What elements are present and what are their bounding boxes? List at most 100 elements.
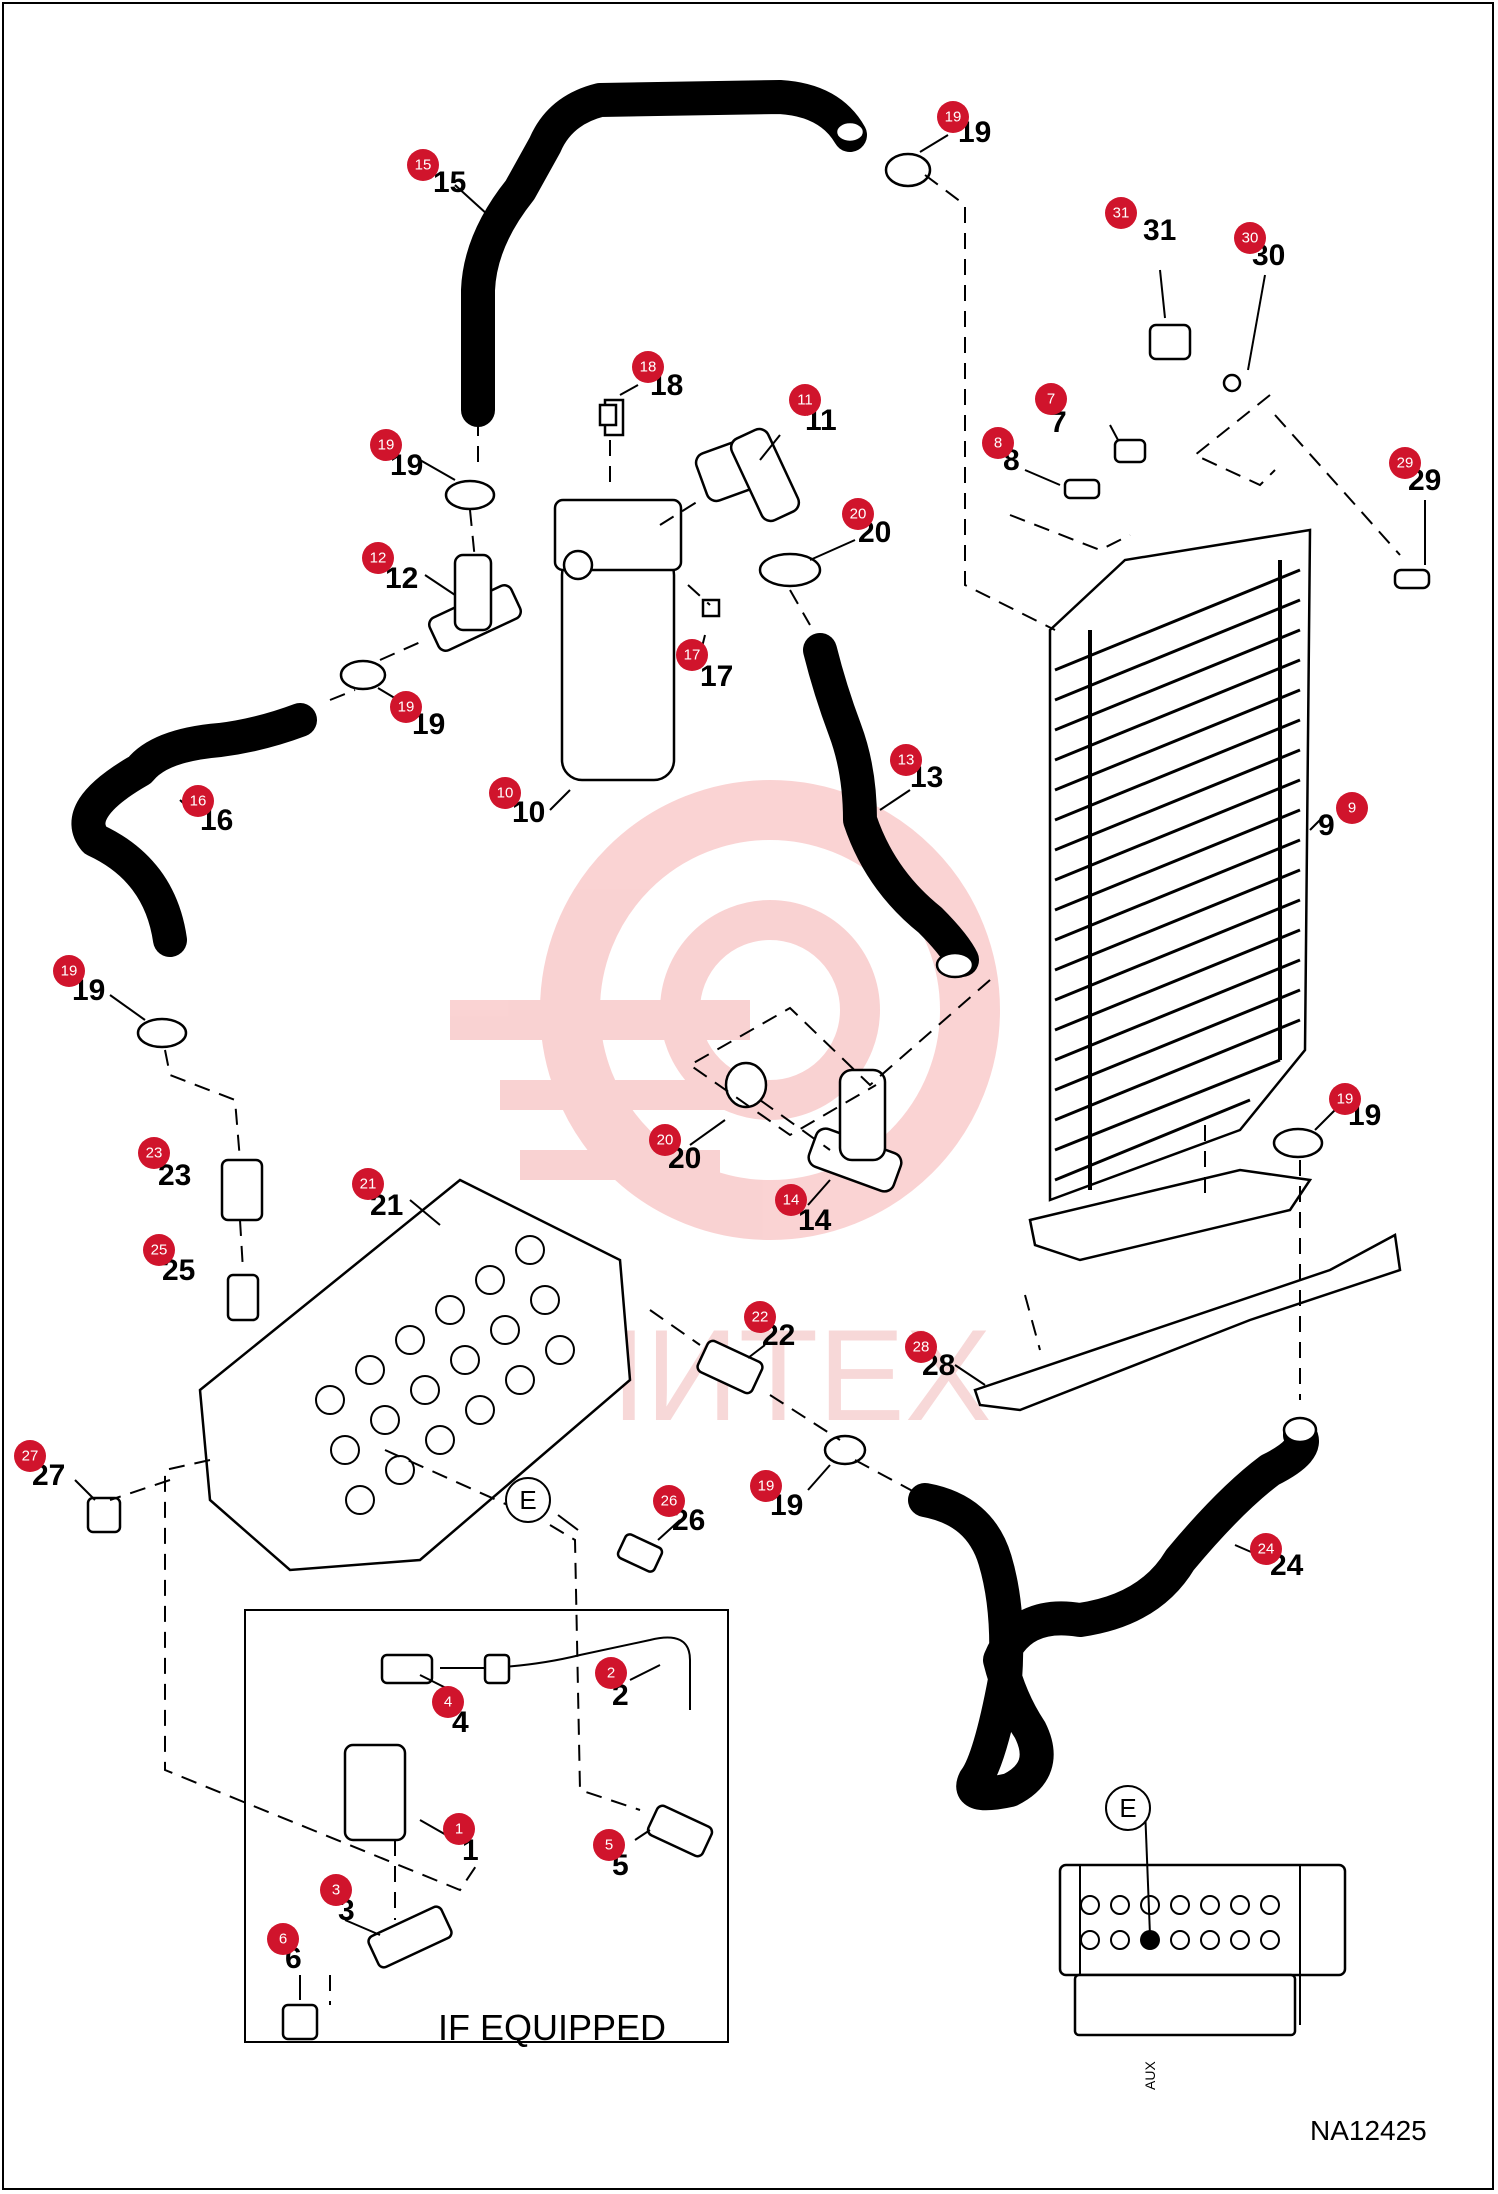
tee-fitting-12: [427, 553, 523, 652]
badge-11: 11: [789, 384, 821, 416]
badge-28: 28: [905, 1331, 937, 1363]
oil-cooler: [1048, 528, 1312, 1202]
badge-4: 4: [432, 1686, 464, 1718]
diagram-code: NA12425: [1310, 2115, 1427, 2146]
hose-15: [461, 80, 867, 427]
badge-25: 25: [143, 1234, 175, 1266]
badge-27: 27: [14, 1440, 46, 1472]
svg-text:19: 19: [378, 437, 395, 454]
control-valve: [198, 1178, 632, 1572]
badge-24: 24: [1250, 1533, 1282, 1565]
hose-16: [71, 703, 317, 957]
plug-17: [701, 598, 721, 618]
svg-text:14: 14: [783, 1192, 800, 1209]
badge-20-b: 20: [649, 1124, 681, 1156]
badge-19-d: 19: [53, 955, 85, 987]
svg-text:4: 4: [444, 1694, 452, 1711]
badge-22: 22: [744, 1301, 776, 1333]
fitting-7: [1113, 438, 1147, 464]
svg-text:6: 6: [279, 1931, 287, 1948]
badge-15: 15: [407, 149, 439, 181]
svg-text:28: 28: [913, 1339, 930, 1356]
fitting-8: [1063, 478, 1101, 500]
clamp-19-f: [823, 1434, 867, 1466]
svg-text:1: 1: [455, 1821, 463, 1838]
clamp-20-a: [758, 552, 822, 588]
washer-30: [1222, 373, 1242, 393]
svg-text:13: 13: [898, 752, 915, 769]
tee-5: [646, 1804, 714, 1858]
badge-21: 21: [352, 1168, 384, 1200]
watermark-logo: [450, 780, 1000, 1240]
svg-text:18: 18: [640, 359, 657, 376]
inset-box: [244, 1609, 729, 2043]
svg-text:7: 7: [1047, 391, 1055, 408]
aux-label: AUX: [1142, 2061, 1158, 2090]
leader-lines: [74, 134, 1426, 2000]
badge-23: 23: [138, 1137, 170, 1169]
selector-valve-1: [343, 1743, 407, 1842]
badge-8: 8: [982, 427, 1014, 459]
badge-19-c: 19: [390, 691, 422, 723]
badge-14: 14: [775, 1184, 807, 1216]
connection-lines: [109, 174, 1401, 2005]
watermark-text: ЛИТЕХ: [560, 1302, 992, 1448]
tee-3: [367, 1905, 453, 1969]
svg-text:19: 19: [1337, 1091, 1354, 1108]
mount-bracket-upper: [1028, 1168, 1313, 1262]
badge-6: 6: [267, 1923, 299, 1955]
adapter-25: [226, 1273, 260, 1322]
svg-text:16: 16: [190, 793, 207, 810]
svg-text:15: 15: [415, 157, 432, 174]
cap-6: [281, 2003, 319, 2041]
label-31: 31: [1143, 214, 1176, 247]
hose-24: [908, 1418, 1319, 1811]
svg-text:31: 31: [1113, 205, 1130, 222]
label-9: 9: [1318, 809, 1335, 842]
mount-bracket-lower: [973, 1233, 1402, 1412]
valve-detail-e: [1058, 1863, 1347, 2037]
badge-26: 26: [653, 1485, 685, 1517]
label-15: 15: [433, 166, 466, 199]
adapter-22: [696, 1339, 764, 1395]
svg-text:21: 21: [360, 1176, 377, 1193]
badge-3: 3: [320, 1874, 352, 1906]
svg-text:3: 3: [332, 1882, 340, 1899]
tee-fitting-14: [807, 1068, 903, 1193]
plug-27: [86, 1496, 122, 1534]
svg-text:29: 29: [1397, 455, 1414, 472]
cap-31: [1148, 323, 1192, 361]
svg-text:30: 30: [1242, 230, 1259, 247]
view-e-callout-label: E: [519, 1485, 536, 1515]
fitting-26: [616, 1533, 664, 1573]
svg-text:20: 20: [657, 1132, 674, 1149]
clamp-19-a: [884, 152, 932, 188]
badge-19-a: 19: [937, 101, 969, 133]
svg-text:2: 2: [607, 1665, 615, 1682]
badge-16: 16: [182, 785, 214, 817]
badge-2: 2: [595, 1657, 627, 1689]
badge-19-b: 19: [370, 429, 402, 461]
svg-text:22: 22: [752, 1309, 769, 1326]
badge-5: 5: [593, 1829, 625, 1861]
bolt-18: [598, 403, 618, 427]
clamp-19-c: [339, 659, 387, 691]
svg-text:24: 24: [1258, 1541, 1275, 1558]
svg-text:19: 19: [758, 1478, 775, 1495]
badge-19-f: 19: [750, 1470, 782, 1502]
hydraulic-filter: [553, 398, 683, 782]
tube-nut-2: [483, 1653, 511, 1685]
svg-text:5: 5: [605, 1837, 613, 1854]
detail-e-callout: [1105, 1785, 1151, 1831]
badge-19-e: 19: [1329, 1083, 1361, 1115]
badge-17: 17: [676, 639, 708, 671]
badge-20-a: 20: [842, 498, 874, 530]
svg-text:27: 27: [22, 1448, 39, 1465]
part-badges: 15 19 31 30 29 7 8 20 11 18 19 12 19 17 …: [14, 101, 1421, 1955]
svg-text:11: 11: [797, 392, 813, 409]
svg-text:26: 26: [661, 1493, 678, 1510]
clamp-20-b: [724, 1061, 768, 1109]
